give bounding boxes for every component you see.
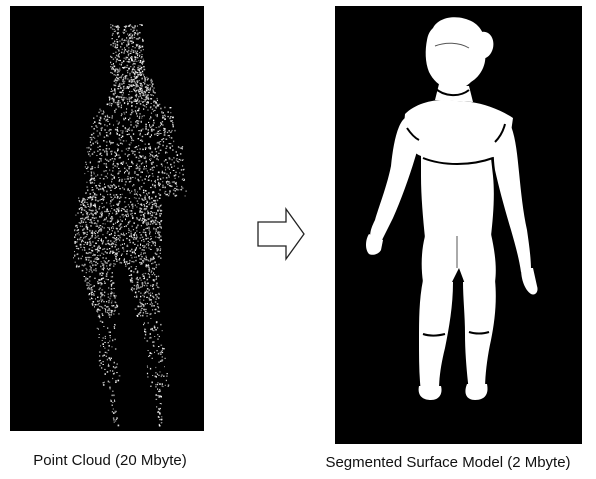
surface-model-panel — [335, 6, 582, 444]
point-cloud-dots — [73, 24, 187, 427]
point-cloud-figure — [10, 6, 204, 431]
point-cloud-panel — [10, 6, 204, 431]
surface-model-caption: Segmented Surface Model (2 Mbyte) — [300, 454, 596, 471]
right-arrow-icon — [256, 206, 306, 262]
surface-model-figure — [335, 6, 582, 444]
point-cloud-caption: Point Cloud (20 Mbyte) — [0, 452, 220, 469]
